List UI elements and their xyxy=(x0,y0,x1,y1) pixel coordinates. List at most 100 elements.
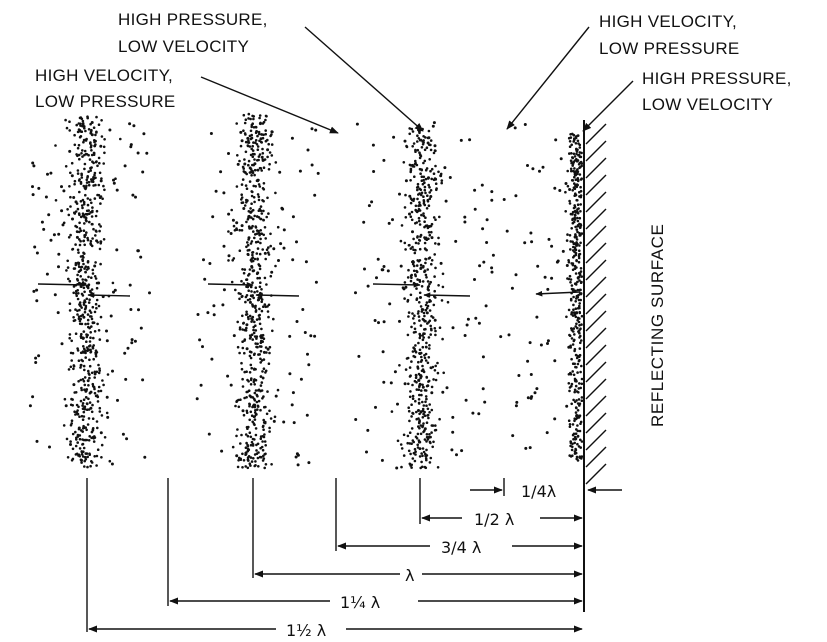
particle xyxy=(309,334,313,338)
particle xyxy=(571,442,574,446)
particle xyxy=(425,341,428,345)
particle xyxy=(246,249,250,252)
particle xyxy=(423,354,426,357)
particle xyxy=(258,153,262,156)
particle xyxy=(464,398,468,402)
particle xyxy=(423,427,427,431)
particle xyxy=(248,334,252,337)
particle xyxy=(382,380,386,384)
particle xyxy=(580,339,583,342)
particle xyxy=(410,415,413,418)
particle xyxy=(572,255,575,259)
particle xyxy=(252,184,255,188)
particle xyxy=(83,267,86,270)
particle xyxy=(568,199,571,203)
particle xyxy=(413,314,416,318)
particle xyxy=(78,453,81,457)
particle xyxy=(75,225,79,229)
particle xyxy=(412,451,416,455)
particle xyxy=(526,396,530,400)
particle xyxy=(578,226,582,229)
particle xyxy=(256,247,260,250)
particle xyxy=(399,239,403,243)
particle xyxy=(576,224,580,228)
particle xyxy=(98,229,101,233)
particle xyxy=(261,122,265,125)
particle xyxy=(241,409,245,413)
particle xyxy=(249,153,253,157)
particle xyxy=(238,228,241,232)
particle xyxy=(259,361,263,364)
particle xyxy=(83,235,86,239)
particle xyxy=(417,341,420,345)
particle xyxy=(310,163,314,167)
particle xyxy=(255,232,259,236)
particle xyxy=(270,154,274,157)
particle xyxy=(425,421,429,425)
particle xyxy=(103,138,106,141)
particle xyxy=(427,257,431,260)
particle xyxy=(428,197,432,201)
particle xyxy=(266,347,270,351)
particle xyxy=(136,249,140,253)
particle xyxy=(436,466,440,469)
particle xyxy=(415,388,419,391)
particle xyxy=(254,304,257,308)
particle xyxy=(262,233,266,237)
particle xyxy=(433,149,437,152)
particle xyxy=(423,332,426,336)
particle xyxy=(93,376,96,379)
particle xyxy=(272,247,276,251)
particle xyxy=(66,259,69,263)
particle xyxy=(434,333,437,337)
particle xyxy=(253,383,256,386)
particle xyxy=(256,276,259,280)
particle xyxy=(134,195,137,199)
particle xyxy=(573,388,577,392)
particle xyxy=(575,414,578,417)
particle xyxy=(270,463,273,466)
particle xyxy=(89,406,93,410)
particle xyxy=(576,288,580,292)
leader-center xyxy=(304,26,424,132)
particle xyxy=(93,139,96,142)
particle xyxy=(83,167,86,171)
particle xyxy=(268,426,271,430)
particle xyxy=(259,281,262,285)
particle xyxy=(86,318,90,322)
particle xyxy=(78,304,82,307)
particle xyxy=(573,312,577,316)
particle xyxy=(576,230,579,234)
particle xyxy=(491,253,495,257)
particle xyxy=(34,356,38,360)
particle xyxy=(258,317,261,321)
particle xyxy=(199,383,203,387)
particle xyxy=(97,183,101,187)
particle xyxy=(576,402,580,405)
particle xyxy=(71,351,75,355)
particle xyxy=(438,417,441,421)
particle xyxy=(87,301,91,304)
particle xyxy=(418,393,421,397)
particle xyxy=(251,318,254,322)
particle xyxy=(529,231,533,235)
particle xyxy=(72,364,76,368)
particle xyxy=(232,224,236,228)
particle xyxy=(254,309,258,312)
particle xyxy=(83,405,87,409)
particle xyxy=(417,425,420,428)
particle xyxy=(245,187,249,190)
particle xyxy=(99,262,102,266)
particle xyxy=(248,180,252,183)
particle xyxy=(423,220,426,223)
particle xyxy=(251,251,255,254)
particle xyxy=(256,148,260,151)
particle xyxy=(250,216,253,219)
particle xyxy=(86,465,89,469)
particle xyxy=(530,240,534,244)
particle xyxy=(257,130,261,134)
particle xyxy=(79,363,83,367)
particle xyxy=(31,395,35,399)
particle xyxy=(245,323,249,327)
particle xyxy=(84,218,88,222)
